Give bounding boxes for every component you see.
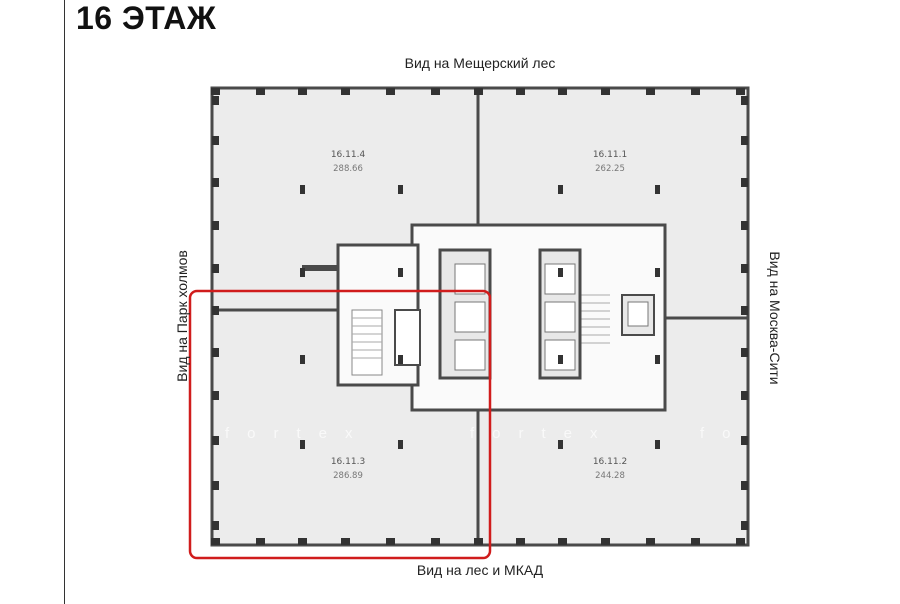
column <box>212 481 219 490</box>
column <box>741 221 748 230</box>
column <box>558 88 567 95</box>
column <box>741 306 748 315</box>
column <box>655 268 660 277</box>
selected-unit-highlight <box>188 289 492 560</box>
view-label-right: Вид на Москва-Сити <box>767 251 783 384</box>
column <box>212 436 219 445</box>
column <box>341 88 350 95</box>
column <box>558 268 563 277</box>
column <box>646 88 655 95</box>
unit-16-11-2[interactable]: 16.11.2 244.28 <box>593 457 627 481</box>
column <box>646 538 655 545</box>
column <box>741 391 748 400</box>
column <box>212 136 219 145</box>
column <box>741 136 748 145</box>
column <box>431 538 440 545</box>
column <box>341 538 350 545</box>
unit-number: 16.11.3 <box>331 457 365 467</box>
column <box>212 96 219 105</box>
view-label-top: Вид на Мещерский лес <box>405 55 556 71</box>
column <box>300 440 305 449</box>
watermark-text: fortex <box>470 425 616 442</box>
column <box>741 348 748 357</box>
unit-16-11-3[interactable]: 16.11.3 286.89 <box>331 457 365 481</box>
unit-number: 16.11.1 <box>593 150 627 160</box>
column <box>655 440 660 449</box>
column <box>256 538 265 545</box>
column <box>431 88 440 95</box>
column <box>211 538 220 545</box>
column <box>300 268 305 277</box>
column <box>741 96 748 105</box>
column <box>655 185 660 194</box>
column <box>736 538 745 545</box>
column <box>398 355 403 364</box>
unit-number: 16.11.2 <box>593 457 627 467</box>
column <box>558 355 563 364</box>
column <box>691 88 700 95</box>
column <box>558 440 563 449</box>
column <box>212 178 219 187</box>
watermark-text: fortex <box>225 425 371 442</box>
column <box>516 88 525 95</box>
column <box>212 521 219 530</box>
column <box>474 88 483 95</box>
unit-area: 244.28 <box>595 471 625 481</box>
column <box>398 268 403 277</box>
column <box>741 436 748 445</box>
columns <box>211 88 748 545</box>
column <box>558 185 563 194</box>
column <box>298 88 307 95</box>
building-core <box>336 223 667 412</box>
watermark-text: fortex <box>700 425 846 442</box>
floor-title: 16 ЭТАЖ <box>76 0 217 36</box>
column <box>212 221 219 230</box>
column <box>558 538 567 545</box>
column <box>256 88 265 95</box>
column <box>212 306 219 315</box>
left-divider-line <box>64 0 65 604</box>
unit-number: 16.11.4 <box>331 150 366 160</box>
unit-area: 288.66 <box>333 164 363 174</box>
column <box>601 538 610 545</box>
unit-area: 286.89 <box>333 471 363 481</box>
column <box>212 391 219 400</box>
view-label-bottom: Вид на лес и МКАД <box>417 562 544 578</box>
column <box>741 178 748 187</box>
column <box>398 440 403 449</box>
unit-16-11-4[interactable]: 16.11.4 288.66 <box>331 150 366 174</box>
column <box>300 185 305 194</box>
column <box>211 88 220 95</box>
column <box>212 348 219 357</box>
column <box>474 538 483 545</box>
column <box>212 264 219 273</box>
column <box>298 538 307 545</box>
column <box>386 88 395 95</box>
unit-16-11-1[interactable]: 16.11.1 262.25 <box>593 150 627 174</box>
column <box>655 355 660 364</box>
column <box>398 185 403 194</box>
view-label-left: Вид на Парк холмов <box>174 250 190 382</box>
partition-walls <box>212 88 748 545</box>
column <box>516 538 525 545</box>
column <box>386 538 395 545</box>
column <box>741 481 748 490</box>
column <box>691 538 700 545</box>
column <box>741 264 748 273</box>
column <box>300 355 305 364</box>
unit-area: 262.25 <box>595 164 625 174</box>
column <box>601 88 610 95</box>
column <box>741 521 748 530</box>
column <box>736 88 745 95</box>
